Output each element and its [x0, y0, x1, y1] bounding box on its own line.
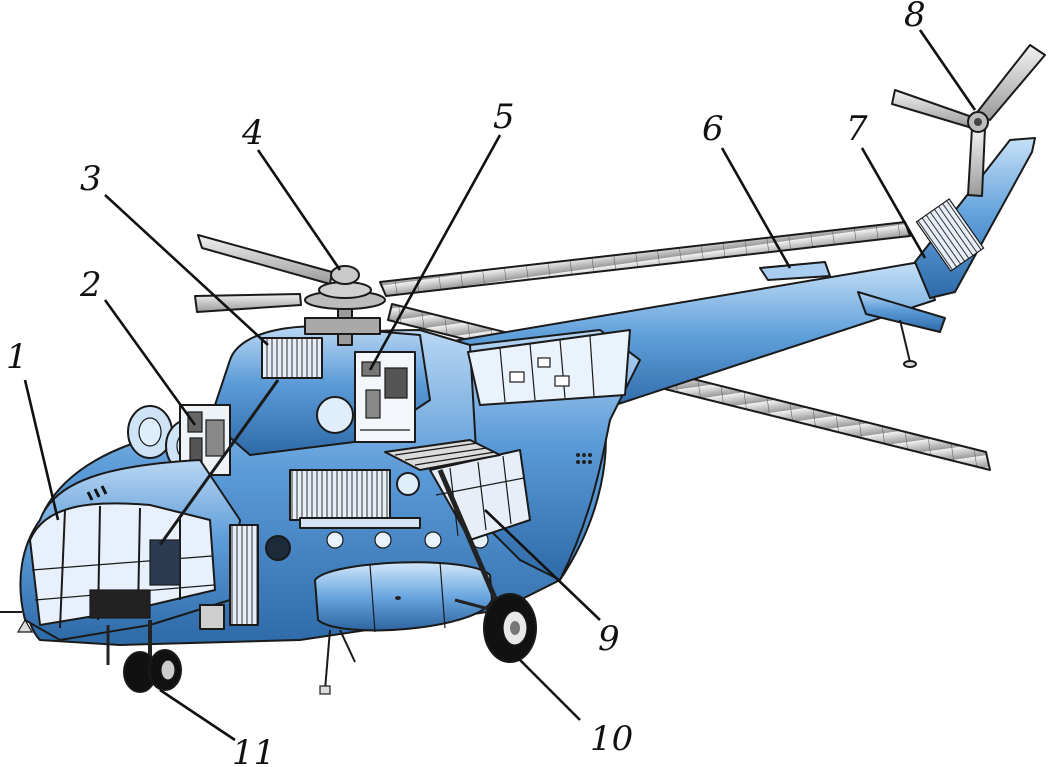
main-rotor-hub — [304, 265, 386, 346]
callout-9: 9 — [598, 619, 620, 659]
nose-landing-gear — [106, 620, 182, 693]
main-landing-gear — [437, 469, 537, 663]
main-rotor-blade-left — [197, 234, 333, 285]
leader-1 — [23, 379, 60, 521]
main-rotor-blade-left-lower — [194, 293, 302, 313]
leader-6 — [720, 147, 792, 269]
tail-rotor-blade-down — [967, 127, 986, 197]
leader-11 — [159, 688, 236, 742]
callout-leaders — [23, 29, 977, 742]
callout-11: 11 — [232, 733, 275, 767]
instrument-panel — [89, 589, 151, 619]
gearbox-details — [360, 361, 410, 431]
cockpit — [0, 459, 259, 641]
porthole-large — [316, 396, 354, 434]
tail-skid — [903, 360, 917, 368]
engine-bay-details — [187, 411, 225, 467]
callout-7: 7 — [846, 109, 868, 149]
leader-8 — [918, 29, 977, 111]
side-ladder — [158, 379, 280, 546]
tail-rotor — [891, 44, 1046, 197]
cutaway-ribs — [499, 335, 595, 403]
callout-3: 3 — [80, 159, 102, 199]
engine-intakes — [127, 404, 231, 476]
porthole-door — [396, 472, 420, 496]
callout-5: 5 — [493, 97, 515, 137]
leader-3 — [104, 194, 269, 346]
tail-pylon-grill — [915, 198, 985, 272]
external-fuel-tank — [314, 561, 493, 695]
cabin-interior-grill — [289, 469, 391, 521]
nose-antenna — [16, 618, 34, 633]
rotor-hub-cap — [330, 265, 360, 285]
stabilizer-top — [759, 261, 831, 281]
access-platform-slats — [394, 442, 496, 466]
leader-5 — [368, 134, 502, 371]
pilot-seat — [149, 539, 181, 586]
cabin-bench — [299, 517, 421, 529]
leader-10 — [514, 654, 581, 721]
callout-2: 2 — [79, 265, 102, 305]
main-rotor-blade-rear — [379, 221, 911, 297]
tail-skid-strut — [899, 319, 911, 363]
tail-rotor-blade-left — [891, 89, 976, 129]
tank-strut — [324, 629, 331, 691]
engine-fan-grill — [261, 337, 323, 379]
leader-9 — [484, 509, 601, 621]
callout-4: 4 — [241, 113, 264, 153]
callout-numbers: 1 2 3 4 5 6 7 8 9 10 11 — [6, 0, 926, 767]
callout-6: 6 — [702, 109, 724, 149]
leader-2 — [103, 299, 197, 426]
callout-10: 10 — [590, 719, 633, 759]
callout-8: 8 — [904, 0, 926, 35]
leader-7 — [860, 147, 927, 259]
tail-rotor-blade-up — [974, 44, 1046, 121]
nose-stripes — [86, 485, 108, 501]
callout-1: 1 — [6, 337, 28, 377]
cockpit-door-grill — [229, 524, 259, 626]
main-gear-strut — [437, 469, 503, 611]
side-vent — [576, 453, 592, 464]
porthole-front — [265, 535, 291, 561]
leader-4 — [256, 149, 342, 271]
stabilizer — [857, 291, 946, 333]
side-box — [199, 604, 225, 630]
